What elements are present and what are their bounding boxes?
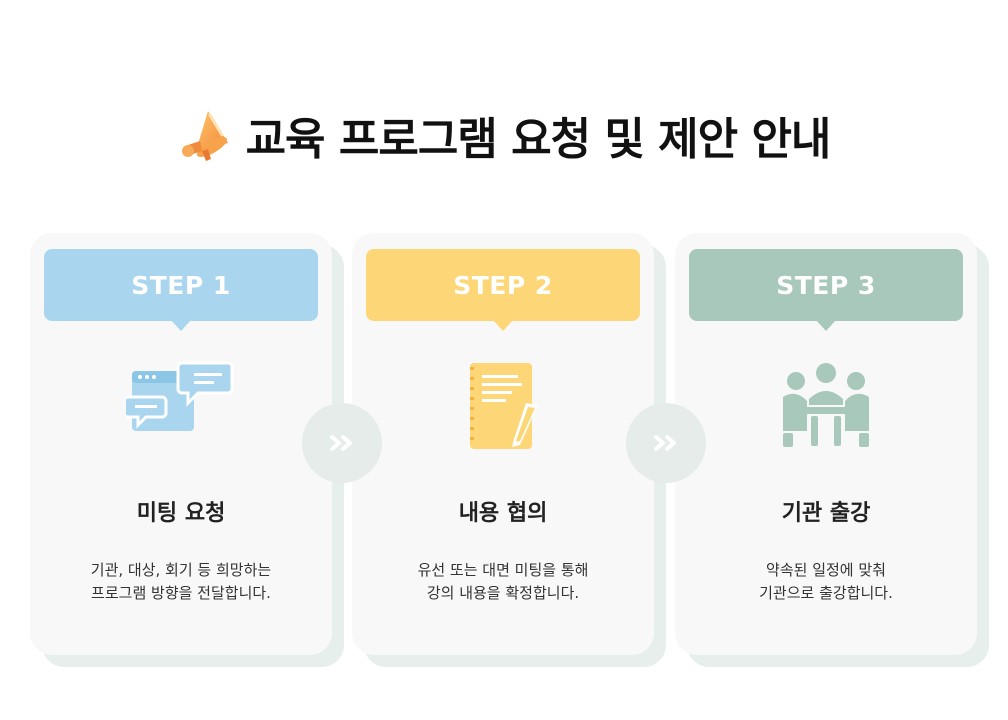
step-connector-1: [302, 403, 382, 483]
step-card-1: STEP 1 미팅 요청 기관, 대상, 회기 등 희망하는 프로그램 방향을 …: [30, 233, 344, 667]
chat-windows-icon: [126, 361, 234, 431]
desc-line-1: 약속된 일정에 맞춰: [766, 561, 886, 579]
card-title: 내용 협의: [458, 501, 548, 526]
step-label: STEP 3: [776, 270, 876, 300]
step-badge: STEP 1: [44, 249, 318, 331]
step-label: STEP 2: [453, 270, 553, 300]
card-description: 유선 또는 대면 미팅을 통해 강의 내용을 확정합니다.: [352, 559, 654, 605]
step-connector-2: [626, 403, 706, 483]
double-chevron-right-icon: [330, 435, 352, 451]
step-badge: STEP 3: [689, 249, 963, 331]
card-description: 약속된 일정에 맞춰 기관으로 출강합니다.: [675, 559, 977, 605]
step-pointer: [170, 319, 192, 331]
desc-line-1: 기관, 대상, 회기 등 희망하는: [90, 561, 272, 579]
megaphone-icon: [181, 111, 228, 161]
card-face: STEP 1 미팅 요청 기관, 대상, 회기 등 희망하는 프로그램 방향을 …: [30, 233, 332, 655]
meeting-people-icon: [783, 363, 869, 447]
header: 교육 프로그램 요청 및 제안 안내: [0, 100, 1008, 170]
notepad-pen-icon: [470, 363, 538, 449]
step-pointer: [815, 319, 837, 331]
step-card-2: STEP 2 내용 협의 유선 또는 대면 미팅을 통해 강의 내용을 확정합니…: [352, 233, 666, 667]
desc-line-2: 기관으로 출강합니다.: [759, 584, 893, 602]
desc-line-2: 강의 내용을 확정합니다.: [426, 584, 580, 602]
desc-line-2: 프로그램 방향을 전달합니다.: [91, 584, 271, 602]
page-title: 교육 프로그램 요청 및 제안 안내: [245, 114, 832, 165]
step-badge: STEP 2: [366, 249, 640, 331]
double-chevron-right-icon: [654, 435, 676, 451]
card-title: 미팅 요청: [136, 501, 226, 526]
step-card-3: STEP 3 기관 출강 약속된 일정에 맞춰 기관으로 출강합니다.: [675, 233, 989, 667]
step-label: STEP 1: [131, 270, 231, 300]
card-face: STEP 3 기관 출강 약속된 일정에 맞춰 기관으로 출강합니다.: [675, 233, 977, 655]
desc-line-1: 유선 또는 대면 미팅을 통해: [417, 561, 589, 579]
card-title: 기관 출강: [781, 501, 871, 526]
card-face: STEP 2 내용 협의 유선 또는 대면 미팅을 통해 강의 내용을 확정합니…: [352, 233, 654, 655]
step-pointer: [492, 319, 514, 331]
card-description: 기관, 대상, 회기 등 희망하는 프로그램 방향을 전달합니다.: [30, 559, 332, 605]
